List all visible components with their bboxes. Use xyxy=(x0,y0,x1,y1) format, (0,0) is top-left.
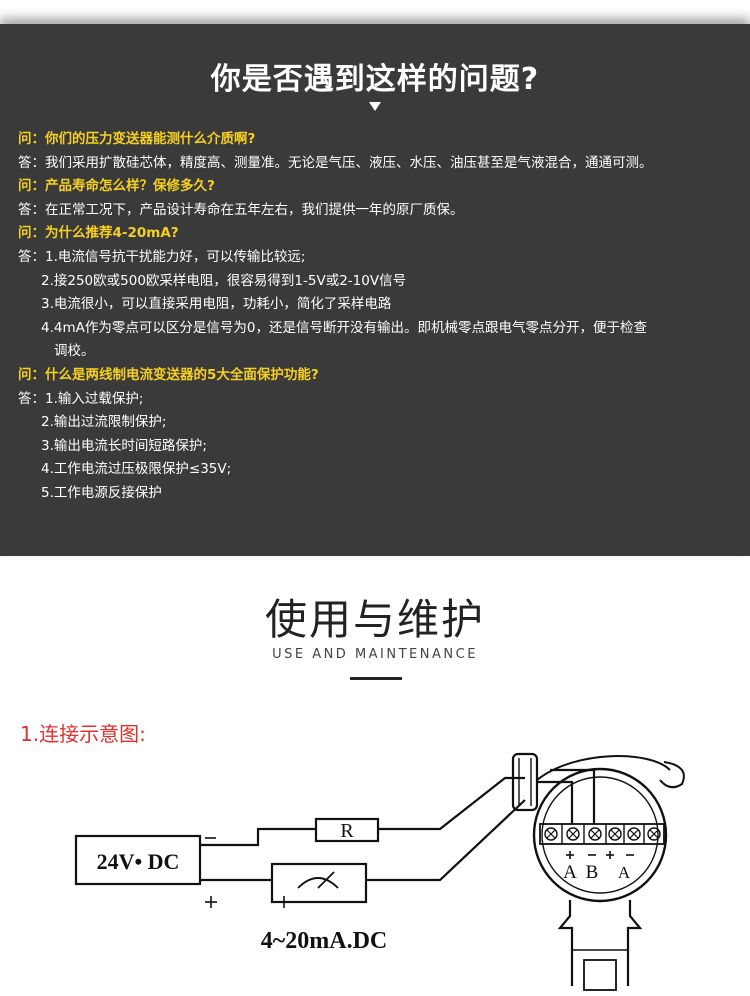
faq-title: 你是否遇到这样的问题? xyxy=(210,62,540,97)
faq-panel: 你是否遇到这样的问题? 问：你们的压力变送器能测什么介质啊? 答：我们采用扩散硅… xyxy=(0,24,750,556)
faq-answer: 答：1.输入过载保护; xyxy=(18,390,144,407)
faq-answer-line: 调校。 xyxy=(54,343,95,360)
faq-question: 问：什么是两线制电流变送器的5大全面保护功能? xyxy=(18,366,319,383)
faq-question: 问：产品寿命怎么样？保修多久? xyxy=(18,178,215,195)
down-arrow-icon xyxy=(369,102,381,111)
faq-question: 问：为什么推荐4-20mA? xyxy=(18,225,179,242)
faq-answer-line: 2.接250欧或500欧采样电阻，很容易得到1-5V或2-10V信号 xyxy=(41,272,407,289)
faq-answer-line: 4.工作电流过压极限保护≤35V; xyxy=(41,461,232,478)
faq-answer-line: 2.输出过流限制保护; xyxy=(41,414,167,431)
power-supply-box xyxy=(74,834,202,886)
section-title: 使用与维护 xyxy=(264,595,485,644)
ammeter-box xyxy=(270,862,368,904)
faq-question: 问：你们的压力变送器能测什么介质啊? xyxy=(18,131,256,147)
process-connector xyxy=(583,959,617,991)
cable-gland xyxy=(511,752,539,812)
faq-answer-line: 5.工作电源反接保护 xyxy=(41,484,162,501)
faq-answer: 答：1.电流信号抗干扰能力好，可以传输比较远; xyxy=(18,248,306,265)
terminal-label-a: A xyxy=(563,862,577,883)
wiring-diagram: 24V• DC R 4~20mA.DC A B A xyxy=(74,752,685,991)
diagram-heading: 1.连接示意图: xyxy=(20,722,146,746)
faq-answer-line: 4.4mA作为零点可以区分是信号为0，还是信号断开没有输出。即机械零点跟电气零点… xyxy=(41,319,647,336)
faq-answer: 答：我们采用扩散硅芯体，精度高、测量准。无论是气压、液压、水压、油压甚至是气液混… xyxy=(18,154,653,171)
faq-answer: 答：在正常工况下，产品设计寿命在五年左右，我们提供一年的原厂质保。 xyxy=(18,201,464,218)
section-subtitle: USE AND MAINTENANCE xyxy=(272,647,478,662)
faq-list: 问：你们的压力变送器能测什么介质啊? 答：我们采用扩散硅芯体，精度高、测量准。无… xyxy=(18,128,743,506)
faq-answer-line: 3.输出电流长时间短路保护; xyxy=(41,437,207,454)
power-supply-label: 24V• DC xyxy=(97,849,180,874)
section-divider xyxy=(350,677,402,680)
terminal-label-b: B xyxy=(586,862,599,883)
faq-answer-line: 3.电流很小，可以直接采用电阻，功耗小，简化了采样电路 xyxy=(41,296,392,313)
current-label: 4~20mA.DC xyxy=(261,928,387,954)
terminal-block xyxy=(539,823,665,845)
resistor-label: R xyxy=(340,820,354,842)
terminal-label-a2: A xyxy=(618,863,631,882)
transmitter-housing xyxy=(532,767,668,903)
